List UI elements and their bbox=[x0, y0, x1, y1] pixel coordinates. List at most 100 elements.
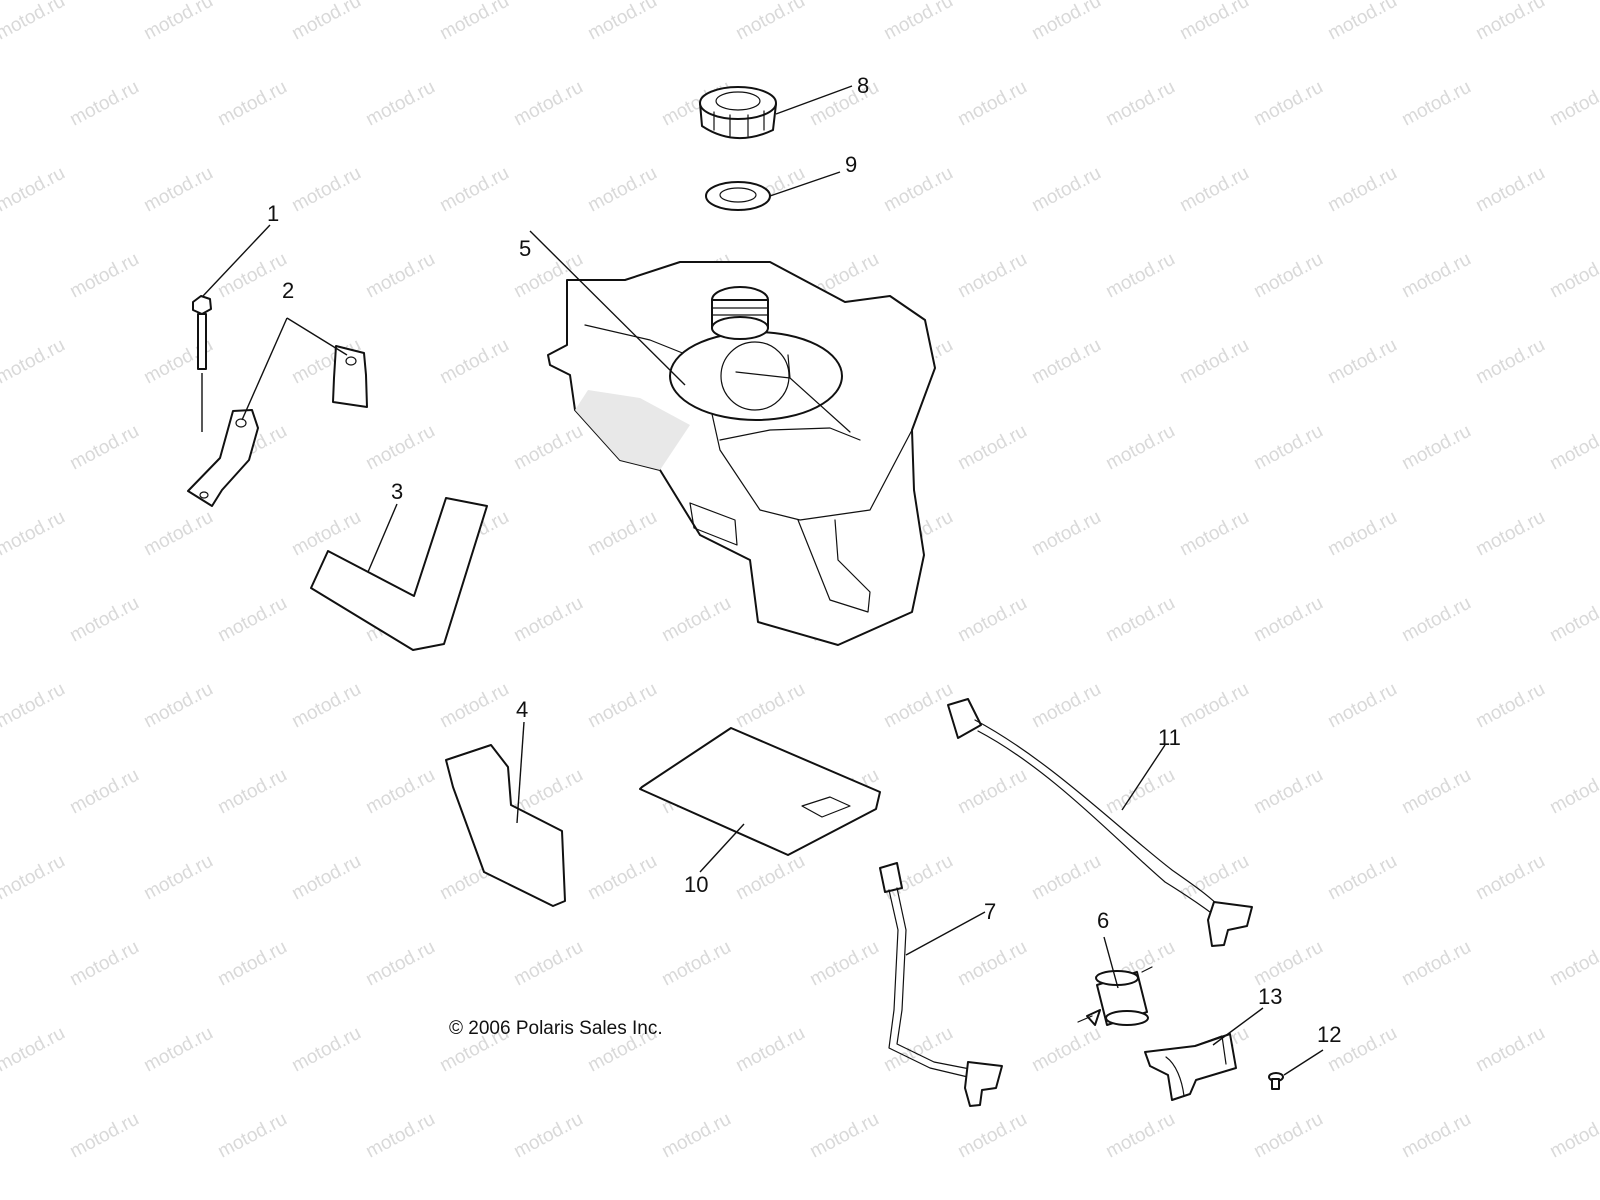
part-8-fuel-cap bbox=[699, 85, 853, 140]
watermark-text: motod.ru bbox=[954, 593, 1030, 647]
watermark-text: motod.ru bbox=[66, 77, 142, 131]
watermark-text: motod.ru bbox=[0, 335, 69, 389]
watermark-text: motod.ru bbox=[1324, 0, 1400, 44]
watermark-text: motod.ru bbox=[1398, 1109, 1474, 1163]
part-9-cap-seal bbox=[705, 171, 841, 211]
watermark-text: motod.ru bbox=[1028, 507, 1104, 561]
watermark-text: motod.ru bbox=[1398, 421, 1474, 475]
watermark-text: motod.ru bbox=[880, 679, 956, 733]
watermark-text: motod.ru bbox=[1472, 507, 1548, 561]
watermark-text: motod.ru bbox=[362, 937, 438, 991]
watermark-text: motod.ru bbox=[1324, 679, 1400, 733]
watermark-text: motod.ru bbox=[1398, 593, 1474, 647]
watermark-text: motod.ru bbox=[436, 0, 512, 44]
watermark-text: motod.ru bbox=[362, 1109, 438, 1163]
watermark-text: motod.ru bbox=[584, 507, 660, 561]
watermark-text: motod.ru bbox=[510, 1109, 586, 1163]
watermark-text: motod.ru bbox=[1176, 0, 1252, 44]
watermark-text: motod.ru bbox=[66, 1109, 142, 1163]
part-4-heat-shield bbox=[445, 721, 566, 907]
watermark-text: motod.ru bbox=[658, 937, 734, 991]
watermark-text: motod.ru bbox=[1324, 163, 1400, 217]
callout-6: 6 bbox=[1097, 908, 1109, 933]
part-12-screw bbox=[1268, 1049, 1324, 1090]
watermark-text: motod.ru bbox=[1250, 765, 1326, 819]
watermark-text: motod.ru bbox=[806, 1109, 882, 1163]
watermark-text: motod.ru bbox=[1250, 1109, 1326, 1163]
watermark-text: motod.ru bbox=[1546, 593, 1600, 647]
watermark-text: motod.ru bbox=[362, 421, 438, 475]
watermark-text: motod.ru bbox=[1472, 851, 1548, 905]
watermark-text: motod.ru bbox=[1176, 507, 1252, 561]
watermark-text: motod.ru bbox=[584, 679, 660, 733]
watermark-text: motod.ru bbox=[1250, 937, 1326, 991]
copyright-notice: © 2006 Polaris Sales Inc. bbox=[449, 1018, 663, 1039]
watermark-text: motod.ru bbox=[1102, 77, 1178, 131]
part-5-fuel-tank bbox=[529, 230, 936, 646]
watermark-text: motod.ru bbox=[658, 593, 734, 647]
callout-5: 5 bbox=[519, 236, 531, 261]
watermark-text: motod.ru bbox=[1472, 1023, 1548, 1077]
watermark-text: motod.ru bbox=[954, 937, 1030, 991]
callout-11: 11 bbox=[1158, 725, 1181, 750]
watermark-text: motod.ru bbox=[1102, 593, 1178, 647]
watermark-text: motod.ru bbox=[510, 77, 586, 131]
watermark-text: motod.ru bbox=[584, 851, 660, 905]
watermark-text: motod.ru bbox=[510, 593, 586, 647]
watermark-text: motod.ru bbox=[66, 937, 142, 991]
watermark-text: motod.ru bbox=[1250, 421, 1326, 475]
watermark-text: motod.ru bbox=[0, 679, 69, 733]
watermark-text: motod.ru bbox=[1472, 335, 1548, 389]
callout-4: 4 bbox=[516, 697, 528, 722]
watermark-text: motod.ru bbox=[806, 937, 882, 991]
callout-2: 2 bbox=[282, 278, 294, 303]
watermark-text: motod.ru bbox=[362, 77, 438, 131]
watermark-text: motod.ru bbox=[140, 163, 216, 217]
watermark-text: motod.ru bbox=[288, 163, 364, 217]
part-2-brackets bbox=[187, 317, 368, 507]
watermark-text: motod.ru bbox=[1176, 163, 1252, 217]
watermark-text: motod.ru bbox=[288, 1023, 364, 1077]
watermark-text: motod.ru bbox=[140, 679, 216, 733]
watermark-text: motod.ru bbox=[214, 1109, 290, 1163]
watermark-text: motod.ru bbox=[510, 421, 586, 475]
watermark-text: motod.ru bbox=[732, 851, 808, 905]
watermark-text: motod.ru bbox=[140, 507, 216, 561]
watermark-text: motod.ru bbox=[66, 421, 142, 475]
watermark-text: motod.ru bbox=[436, 679, 512, 733]
watermark-text: motod.ru bbox=[954, 765, 1030, 819]
part-3-pad bbox=[310, 497, 488, 651]
watermark-text: motod.ru bbox=[362, 765, 438, 819]
watermark-text: motod.ru bbox=[880, 163, 956, 217]
watermark-text: motod.ru bbox=[658, 1109, 734, 1163]
watermark-text: motod.ru bbox=[1546, 1109, 1600, 1163]
watermark-text: motod.ru bbox=[1028, 1023, 1104, 1077]
callout-12: 12 bbox=[1317, 1022, 1341, 1047]
watermark-text: motod.ru bbox=[288, 679, 364, 733]
watermark-text: motod.ru bbox=[1250, 249, 1326, 303]
watermark-text: motod.ru bbox=[1176, 335, 1252, 389]
watermark-text: motod.ru bbox=[1028, 163, 1104, 217]
watermark-text: motod.ru bbox=[954, 249, 1030, 303]
watermark-text: motod.ru bbox=[214, 249, 290, 303]
callout-3: 3 bbox=[391, 479, 403, 504]
watermark-text: motod.ru bbox=[1102, 765, 1178, 819]
watermark-text: motod.ru bbox=[140, 1023, 216, 1077]
watermark-text: motod.ru bbox=[140, 851, 216, 905]
callout-8: 8 bbox=[857, 73, 869, 98]
watermark-text: motod.ru bbox=[1546, 249, 1600, 303]
callout-9: 9 bbox=[845, 152, 857, 177]
part-6-fuel-filter bbox=[1077, 936, 1153, 1026]
watermark-text: motod.ru bbox=[1028, 851, 1104, 905]
part-1-bolt bbox=[192, 224, 271, 370]
watermark-text: motod.ru bbox=[584, 163, 660, 217]
watermark-text: motod.ru bbox=[510, 937, 586, 991]
watermark-text: motod.ru bbox=[1398, 77, 1474, 131]
watermark-text: motod.ru bbox=[806, 77, 882, 131]
callout-1: 1 bbox=[267, 201, 279, 226]
watermark-text: motod.ru bbox=[0, 0, 69, 44]
watermark-text: motod.ru bbox=[1546, 421, 1600, 475]
callout-13: 13 bbox=[1258, 984, 1282, 1009]
watermark-text: motod.ru bbox=[1028, 335, 1104, 389]
watermark-text: motod.ru bbox=[436, 335, 512, 389]
